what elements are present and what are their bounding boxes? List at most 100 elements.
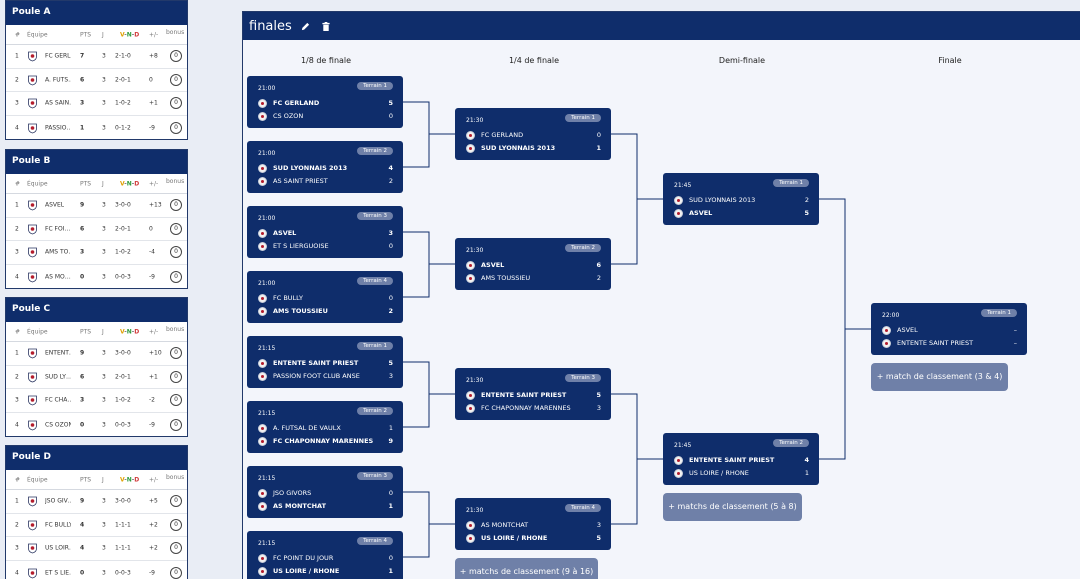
match-card[interactable]: 21:30 Terrain 2 ASVEL 6 AMS TOUSSIEU 2 bbox=[455, 238, 611, 290]
match-card[interactable]: 21:30 Terrain 1 FC GERLAND 0 SUD LYONNAI… bbox=[455, 108, 611, 160]
bonus-input[interactable]: 0 bbox=[170, 495, 182, 508]
match-card[interactable]: 21:45 Terrain 1 SUD LYONNAIS 2013 2 ASVE… bbox=[663, 173, 819, 225]
bonus-input[interactable]: 0 bbox=[170, 50, 182, 63]
row-team[interactable]: AMS TO… bbox=[45, 248, 71, 256]
team-name: AMS TOUSSIEU bbox=[481, 274, 531, 282]
row-team[interactable]: CS OZON bbox=[45, 421, 71, 429]
team-logo-icon bbox=[466, 391, 475, 400]
team-score: 5 bbox=[596, 534, 601, 542]
row-team[interactable]: ASVEL bbox=[45, 201, 65, 209]
bonus-input[interactable]: 0 bbox=[170, 370, 182, 383]
row-team[interactable]: ET S LIE… bbox=[45, 569, 71, 577]
team-logo-icon bbox=[466, 521, 475, 530]
team-score: 1 bbox=[388, 567, 393, 575]
match-card[interactable]: 21:30 Terrain 3 ENTENTE SAINT PRIEST 5 F… bbox=[455, 368, 611, 420]
bonus-input[interactable]: 0 bbox=[170, 347, 182, 360]
bonus-input[interactable]: 0 bbox=[170, 418, 182, 431]
row-team[interactable]: FC GERL… bbox=[45, 52, 71, 60]
bonus-input[interactable]: 0 bbox=[170, 394, 182, 407]
team-score: 2 bbox=[596, 274, 601, 282]
team-name: AS MONTCHAT bbox=[481, 521, 529, 529]
pool-title: Poule B bbox=[6, 150, 187, 174]
team-logo-icon bbox=[466, 274, 475, 283]
match-team-1: ASVEL 6 bbox=[466, 260, 601, 271]
pool-row[interactable]: 4 AS MO… 0 3 0-0-3 -9 0 bbox=[6, 265, 187, 289]
row-team[interactable]: FC BULLY bbox=[45, 521, 71, 529]
match-card[interactable]: 21:00 Terrain 4 FC BULLY 0 AMS TOUSSIEU … bbox=[247, 271, 403, 323]
match-card[interactable]: 22:00 Terrain 1 ASVEL – ENTENTE SAINT PR… bbox=[871, 303, 1027, 355]
pool-row[interactable]: 2 FC FOI… 6 3 2-0-1 0 0 bbox=[6, 218, 187, 242]
pool-row[interactable]: 3 AMS TO… 3 3 1-0-2 -4 0 bbox=[6, 241, 187, 265]
bonus-input[interactable]: 0 bbox=[170, 542, 182, 555]
team-logo-icon bbox=[258, 242, 267, 251]
pool-row[interactable]: 1 JSO GIV… 9 3 3-0-0 +5 0 bbox=[6, 490, 187, 514]
pool-row[interactable]: 3 AS SAIN… 3 3 1-0-2 +1 0 bbox=[6, 92, 187, 116]
pool-row[interactable]: 2 A. FUTS… 6 3 2-0-1 0 0 bbox=[6, 69, 187, 93]
bonus-input[interactable]: 0 bbox=[170, 566, 182, 579]
match-card[interactable]: 21:45 Terrain 2 ENTENTE SAINT PRIEST 4 U… bbox=[663, 433, 819, 485]
pool-row[interactable]: 4 PASSIO… 1 3 0-1-2 -9 0 bbox=[6, 116, 187, 140]
match-team-2: FC CHAPONNAY MARENNES 9 bbox=[258, 436, 393, 447]
team-logo-icon bbox=[466, 144, 475, 153]
bonus-input[interactable]: 0 bbox=[170, 97, 182, 110]
match-team-1: FC BULLY 0 bbox=[258, 293, 393, 304]
row-team[interactable]: SUD LY… bbox=[45, 373, 71, 381]
pool-row[interactable]: 3 FC CHA… 3 3 1-0-2 -2 0 bbox=[6, 389, 187, 413]
pool-row[interactable]: 2 FC BULLY 4 3 1-1-1 +2 0 bbox=[6, 514, 187, 538]
team-score: 9 bbox=[388, 437, 393, 445]
match-card[interactable]: 21:30 Terrain 4 AS MONTCHAT 3 US LOIRE /… bbox=[455, 498, 611, 550]
row-plus-minus: 0 bbox=[149, 225, 153, 233]
row-j: 3 bbox=[102, 373, 106, 381]
pool-row[interactable]: 4 ET S LIE… 0 3 0-0-3 -9 0 bbox=[6, 561, 187, 579]
match-card[interactable]: 21:15 Terrain 3 JSO GIVORS 0 AS MONTCHAT… bbox=[247, 466, 403, 518]
row-team[interactable]: JSO GIV… bbox=[45, 497, 71, 505]
pool-row[interactable]: 1 ASVEL 9 3 3-0-0 +13 0 bbox=[6, 194, 187, 218]
row-pts: 7 bbox=[80, 52, 85, 60]
pool-row[interactable]: 2 SUD LY… 6 3 2-0-1 +1 0 bbox=[6, 366, 187, 390]
bonus-input[interactable]: 0 bbox=[170, 246, 182, 259]
row-plus-minus: +10 bbox=[149, 349, 162, 357]
row-rank: 3 bbox=[15, 396, 19, 404]
col-pts: PTS bbox=[80, 476, 92, 483]
row-team[interactable]: FC FOI… bbox=[45, 225, 71, 233]
row-pts: 4 bbox=[80, 544, 85, 552]
bonus-input[interactable]: 0 bbox=[170, 518, 182, 531]
match-card[interactable]: 21:00 Terrain 3 ASVEL 3 ET S LIERGUOISE … bbox=[247, 206, 403, 258]
add-ranking-matches-5-8-button[interactable]: + matchs de classement (5 à 8) bbox=[663, 493, 802, 521]
match-card[interactable]: 21:15 Terrain 4 FC POINT DU JOUR 0 US LO… bbox=[247, 531, 403, 579]
row-team[interactable]: ENTENT… bbox=[45, 349, 71, 357]
match-card[interactable]: 21:15 Terrain 1 ENTENTE SAINT PRIEST 5 P… bbox=[247, 336, 403, 388]
row-pts: 0 bbox=[80, 569, 85, 577]
row-team[interactable]: PASSIO… bbox=[45, 124, 71, 132]
row-j: 3 bbox=[102, 521, 106, 529]
bonus-input[interactable]: 0 bbox=[170, 73, 182, 86]
row-vnd: 0-0-3 bbox=[115, 569, 131, 577]
match-card[interactable]: 21:00 Terrain 1 FC GERLAND 5 CS OZON 0 bbox=[247, 76, 403, 128]
pool-row[interactable]: 3 US LOIR… 4 3 1-1-1 +2 0 bbox=[6, 537, 187, 561]
pool-row[interactable]: 1 ENTENT… 9 3 3-0-0 +10 0 bbox=[6, 342, 187, 366]
row-team[interactable]: FC CHA… bbox=[45, 396, 71, 404]
row-team[interactable]: US LOIR… bbox=[45, 544, 71, 552]
bonus-input[interactable]: 0 bbox=[170, 121, 182, 134]
bonus-input[interactable]: 0 bbox=[170, 270, 182, 283]
row-team[interactable]: A. FUTS… bbox=[45, 76, 71, 84]
add-ranking-matches-9-16-button[interactable]: + matchs de classement (9 à 16) bbox=[455, 558, 598, 579]
trash-icon[interactable] bbox=[320, 20, 332, 32]
team-logo-icon bbox=[466, 404, 475, 413]
bonus-input[interactable]: 0 bbox=[170, 199, 182, 212]
match-team-2: ASVEL 5 bbox=[674, 208, 809, 219]
pool-row[interactable]: 4 CS OZON 0 3 0-0-3 -9 0 bbox=[6, 413, 187, 437]
col-team: Équipe bbox=[27, 180, 48, 187]
col-plus-minus: +/- bbox=[149, 328, 159, 335]
bonus-input[interactable]: 0 bbox=[170, 222, 182, 235]
terrain-badge: Terrain 2 bbox=[773, 439, 809, 447]
row-team[interactable]: AS SAIN… bbox=[45, 99, 71, 107]
row-team[interactable]: AS MO… bbox=[45, 273, 71, 281]
pencil-icon[interactable] bbox=[300, 20, 312, 32]
match-card[interactable]: 21:15 Terrain 2 A. FUTSAL DE VAULX 1 FC … bbox=[247, 401, 403, 453]
row-plus-minus: -9 bbox=[149, 273, 155, 281]
col-plus-minus: +/- bbox=[149, 31, 159, 38]
add-ranking-match-3-4-button[interactable]: + match de classement (3 & 4) bbox=[871, 363, 1008, 391]
match-card[interactable]: 21:00 Terrain 2 SUD LYONNAIS 2013 4 AS S… bbox=[247, 141, 403, 193]
pool-row[interactable]: 1 FC GERL… 7 3 2-1-0 +8 0 bbox=[6, 45, 187, 69]
